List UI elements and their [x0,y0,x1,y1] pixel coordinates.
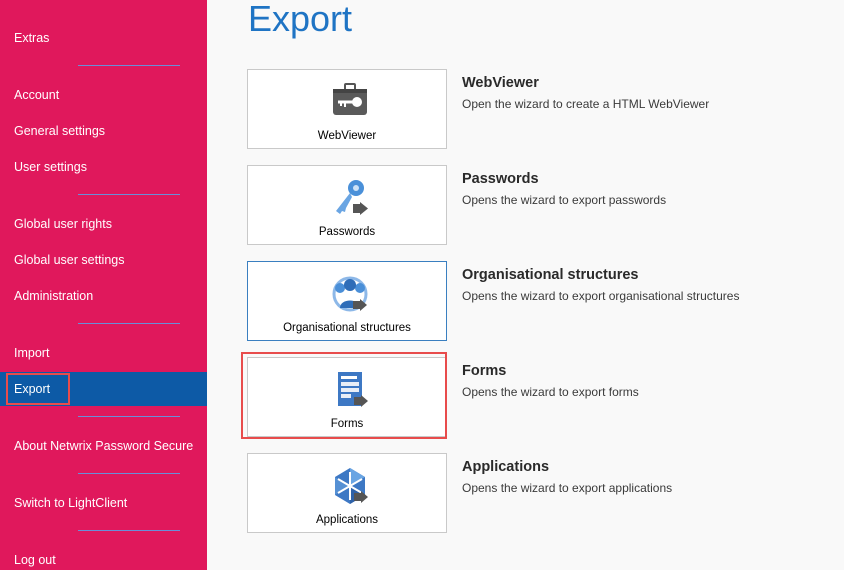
webviewer-title: WebViewer [462,75,539,91]
main-content: Export WebViewer WebViewer Open the wiza… [207,0,844,570]
key-export-icon [336,180,368,215]
separator [78,65,180,66]
forms-title: Forms [462,363,507,379]
sidebar-item-administration[interactable]: Administration [0,279,207,313]
sidebar: Extras Account General settings User set… [0,0,207,570]
card-label: Organisational structures [283,322,411,334]
sidebar-item-label: User settings [14,160,87,174]
sidebar-item-label: Import [14,346,50,360]
sidebar-item-label: Switch to LightClient [14,496,128,510]
sidebar-item-label: Global user settings [14,253,125,267]
webviewer-card[interactable]: WebViewer [247,69,447,149]
passwords-title: Passwords [462,171,539,187]
forms-card[interactable]: Forms [247,357,447,437]
forms-description: Opens the wizard to export forms [462,385,639,399]
separator [78,323,180,324]
sidebar-item-import[interactable]: Import [0,336,207,370]
sidebar-item-extras[interactable]: Extras [0,21,207,55]
applications-title: Applications [462,459,550,475]
sidebar-item-about[interactable]: About Netwrix Password Secure [0,429,207,463]
sidebar-item-label: General settings [14,124,106,138]
card-label: Applications [315,514,378,526]
separator [78,530,180,531]
sidebar-item-label: Extras [14,31,50,45]
org-structures-card[interactable]: Organisational structures [247,261,447,341]
passwords-card[interactable]: Passwords [247,165,447,245]
webviewer-icon [333,83,367,115]
card-label: Passwords [318,226,376,238]
sidebar-item-account[interactable]: Account [0,78,207,112]
highlight-box-forms [241,352,447,439]
sidebar-item-global-user-settings[interactable]: Global user settings [0,243,207,277]
passwords-description: Opens the wizard to export passwords [462,193,667,207]
sidebar-item-label: Global user rights [14,217,112,231]
sidebar-item-label: Administration [14,289,94,303]
sidebar-item-label: Log out [14,553,56,567]
org-structures-title: Organisational structures [462,267,639,283]
separator [78,473,180,474]
sidebar-item-general-settings[interactable]: General settings [0,114,207,148]
applications-card[interactable]: Applications [247,453,447,533]
form-export-icon [338,372,368,407]
separator [78,416,180,417]
sidebar-item-user-settings[interactable]: User settings [0,150,207,184]
sidebar-item-label: About Netwrix Password Secure [14,439,194,453]
sidebar-item-export[interactable]: Export [0,372,207,406]
sidebar-item-switch-lightclient[interactable]: Switch to LightClient [0,486,207,520]
sidebar-item-label: Account [14,88,60,102]
application-export-icon [335,468,368,504]
org-structures-description: Opens the wizard to export organisationa… [462,289,740,303]
sidebar-item-label: Export [14,382,51,396]
applications-description: Opens the wizard to export applications [462,481,673,495]
separator [78,194,180,195]
highlight-box-export [6,373,70,405]
org-structure-export-icon [332,276,368,312]
webviewer-description: Open the wizard to create a HTML WebView… [462,97,710,111]
card-label: Forms [330,418,364,430]
card-label: WebViewer [317,130,377,142]
page-title: Export [248,0,353,39]
sidebar-item-global-user-rights[interactable]: Global user rights [0,207,207,241]
sidebar-item-log-out[interactable]: Log out [0,543,207,570]
